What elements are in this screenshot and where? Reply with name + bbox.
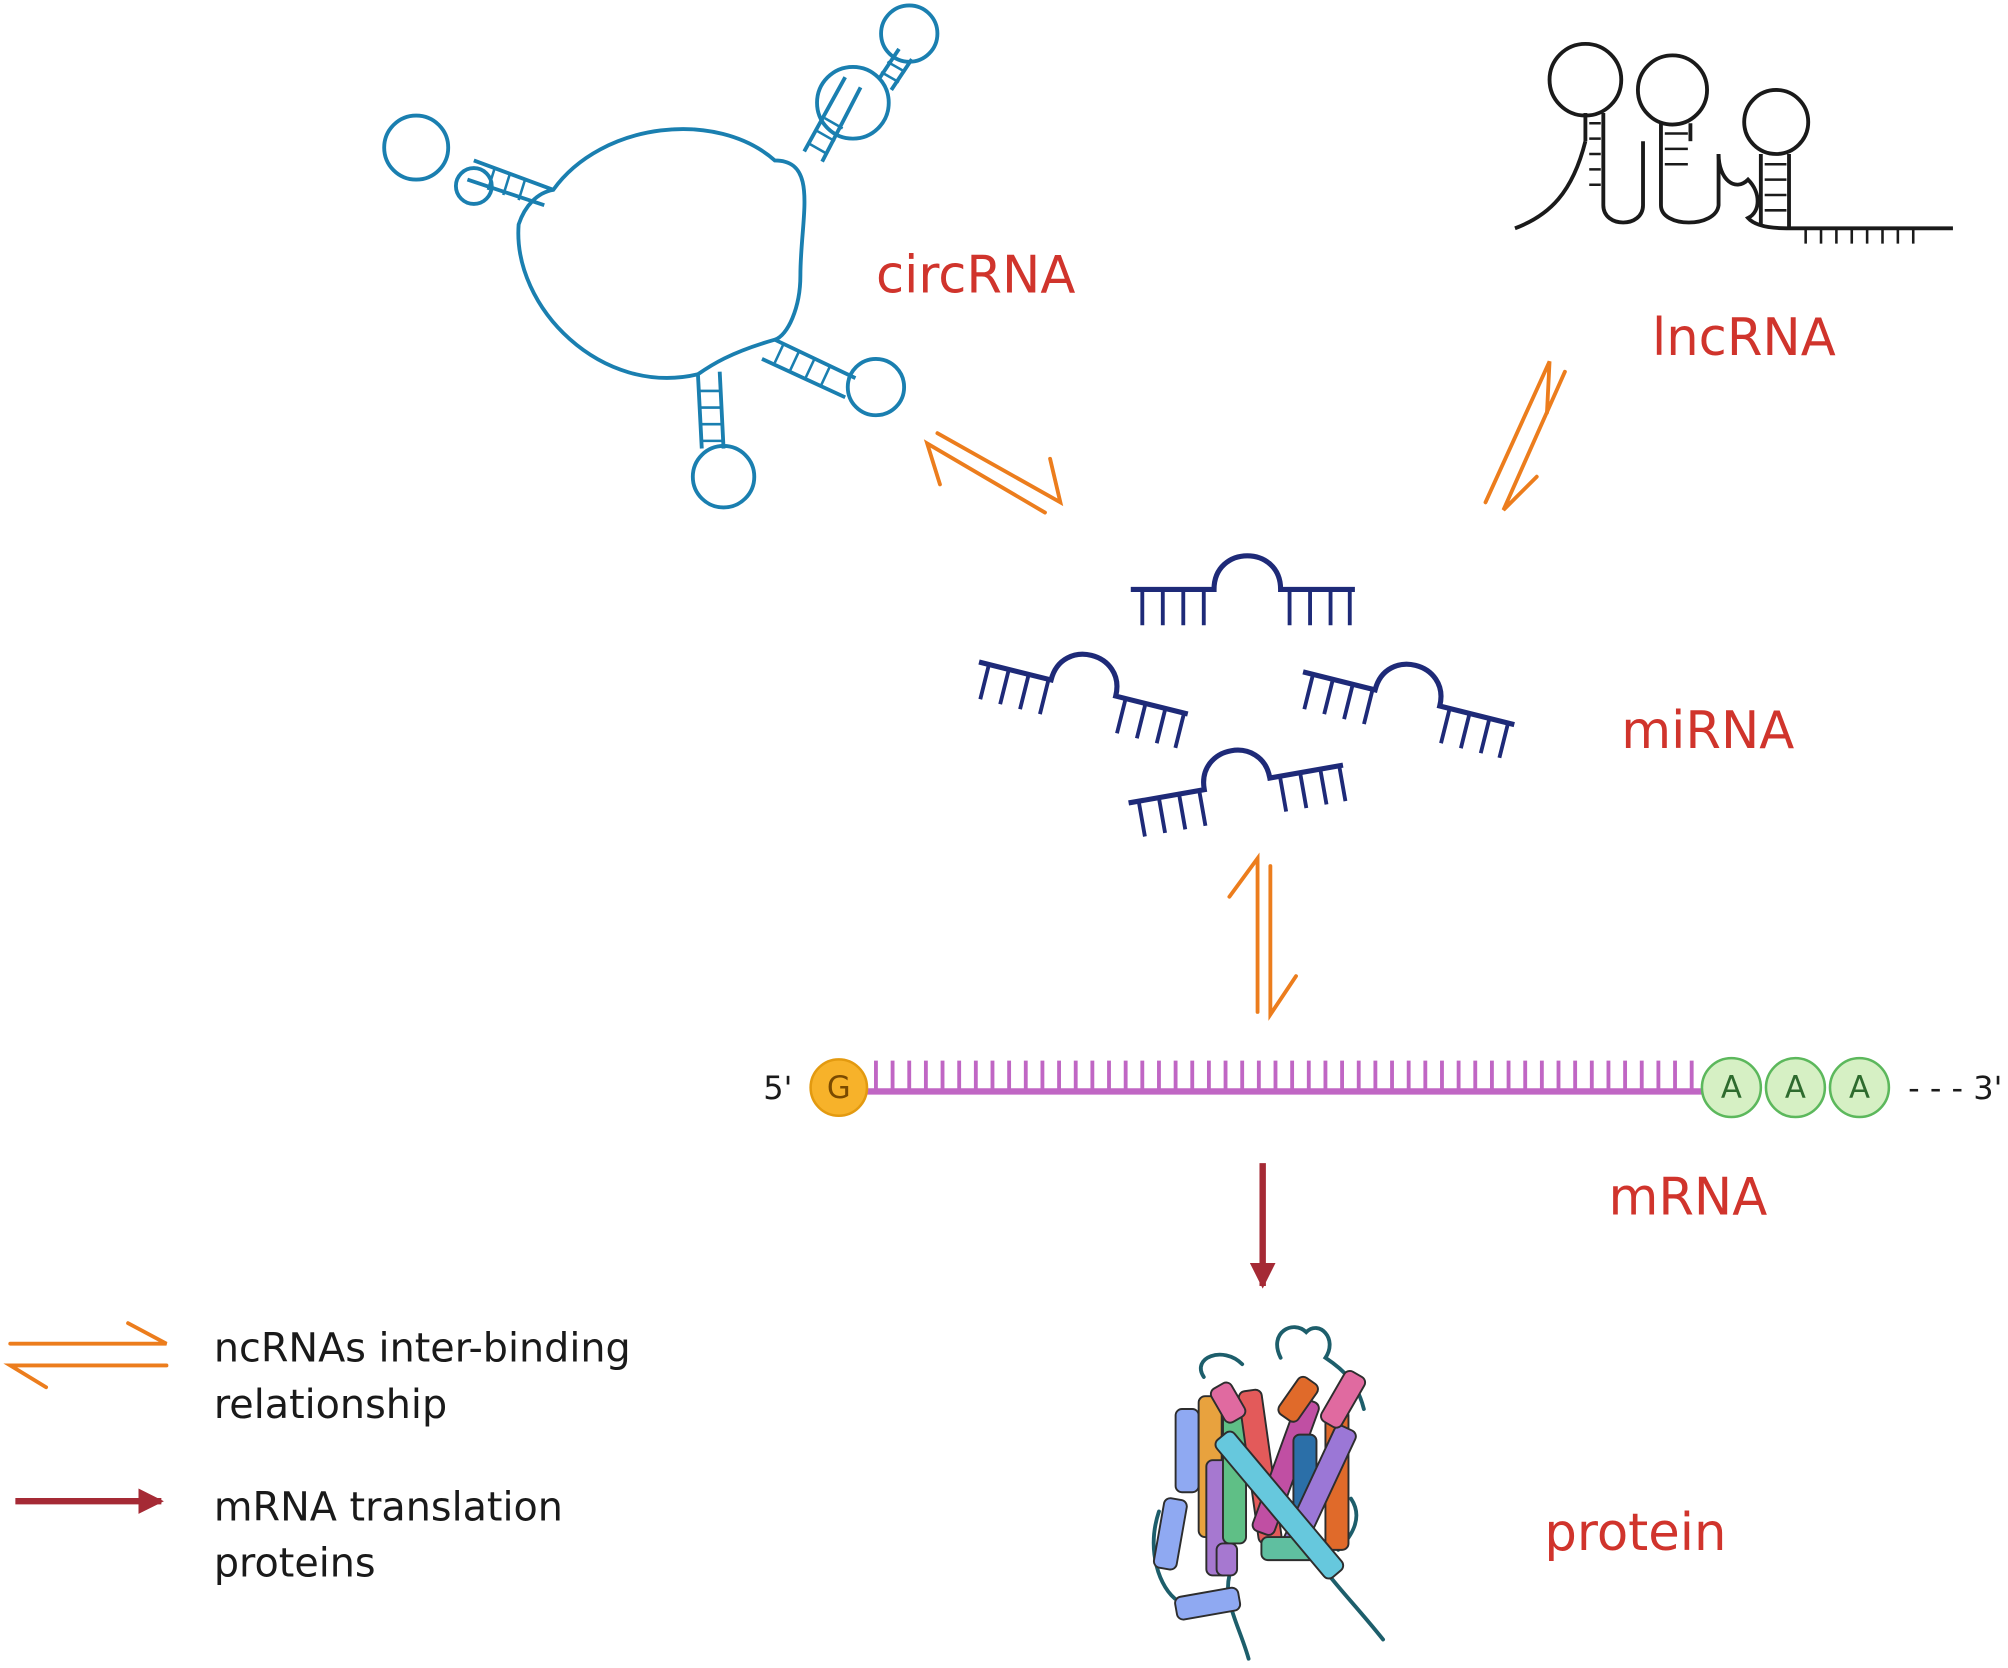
mirna-molecule [1130,553,1355,626]
equilibrium-arrow-icon [3,1321,169,1390]
equilibrium-arrow-circrna-mirna [923,431,1064,515]
mirna-molecule [1128,747,1348,837]
mrna-strand: G A A A [809,1056,1891,1119]
poly-a-letter: A [1849,1070,1870,1106]
mirna-molecule [1302,661,1515,759]
poly-a-tail: A A A [1700,1056,1891,1119]
legend-item-translation: mRNA translation proteins [15,1484,563,1587]
three-prime-label: - - - 3' [1908,1069,2002,1107]
protein-label: protein [1544,1503,1726,1563]
mrna-label: mRNA [1608,1167,1767,1227]
legend-equilibrium-line-2: relationship [214,1382,447,1428]
mrna-cap-letter: G [827,1070,851,1106]
five-prime-label: 5' [763,1069,792,1107]
legend-item-equilibrium: ncRNAs inter-binding relationship [3,1321,631,1428]
legend-equilibrium-line-1: ncRNAs inter-binding [214,1326,631,1372]
mirna-group [978,553,1515,837]
protein-illustration [1151,1325,1385,1661]
circrna-label: circRNA [876,245,1075,305]
legend: ncRNAs inter-binding relationship mRNA t… [3,1321,631,1587]
equilibrium-arrow-mirna-mrna [1227,852,1298,1021]
mirna-label: miRNA [1621,701,1794,761]
mirna-molecule [978,651,1189,749]
circrna-illustration [382,3,940,510]
legend-translation-line-1: mRNA translation [214,1484,563,1530]
poly-a-letter: A [1785,1070,1806,1106]
mrna-cap [809,1058,869,1118]
lncrna-label: lncRNA [1652,308,1836,368]
legend-translation-line-2: proteins [214,1541,376,1587]
lncrna-illustration [1514,41,1953,244]
poly-a-letter: A [1721,1070,1742,1106]
equilibrium-arrow-lncrna-mirna [1483,360,1567,512]
